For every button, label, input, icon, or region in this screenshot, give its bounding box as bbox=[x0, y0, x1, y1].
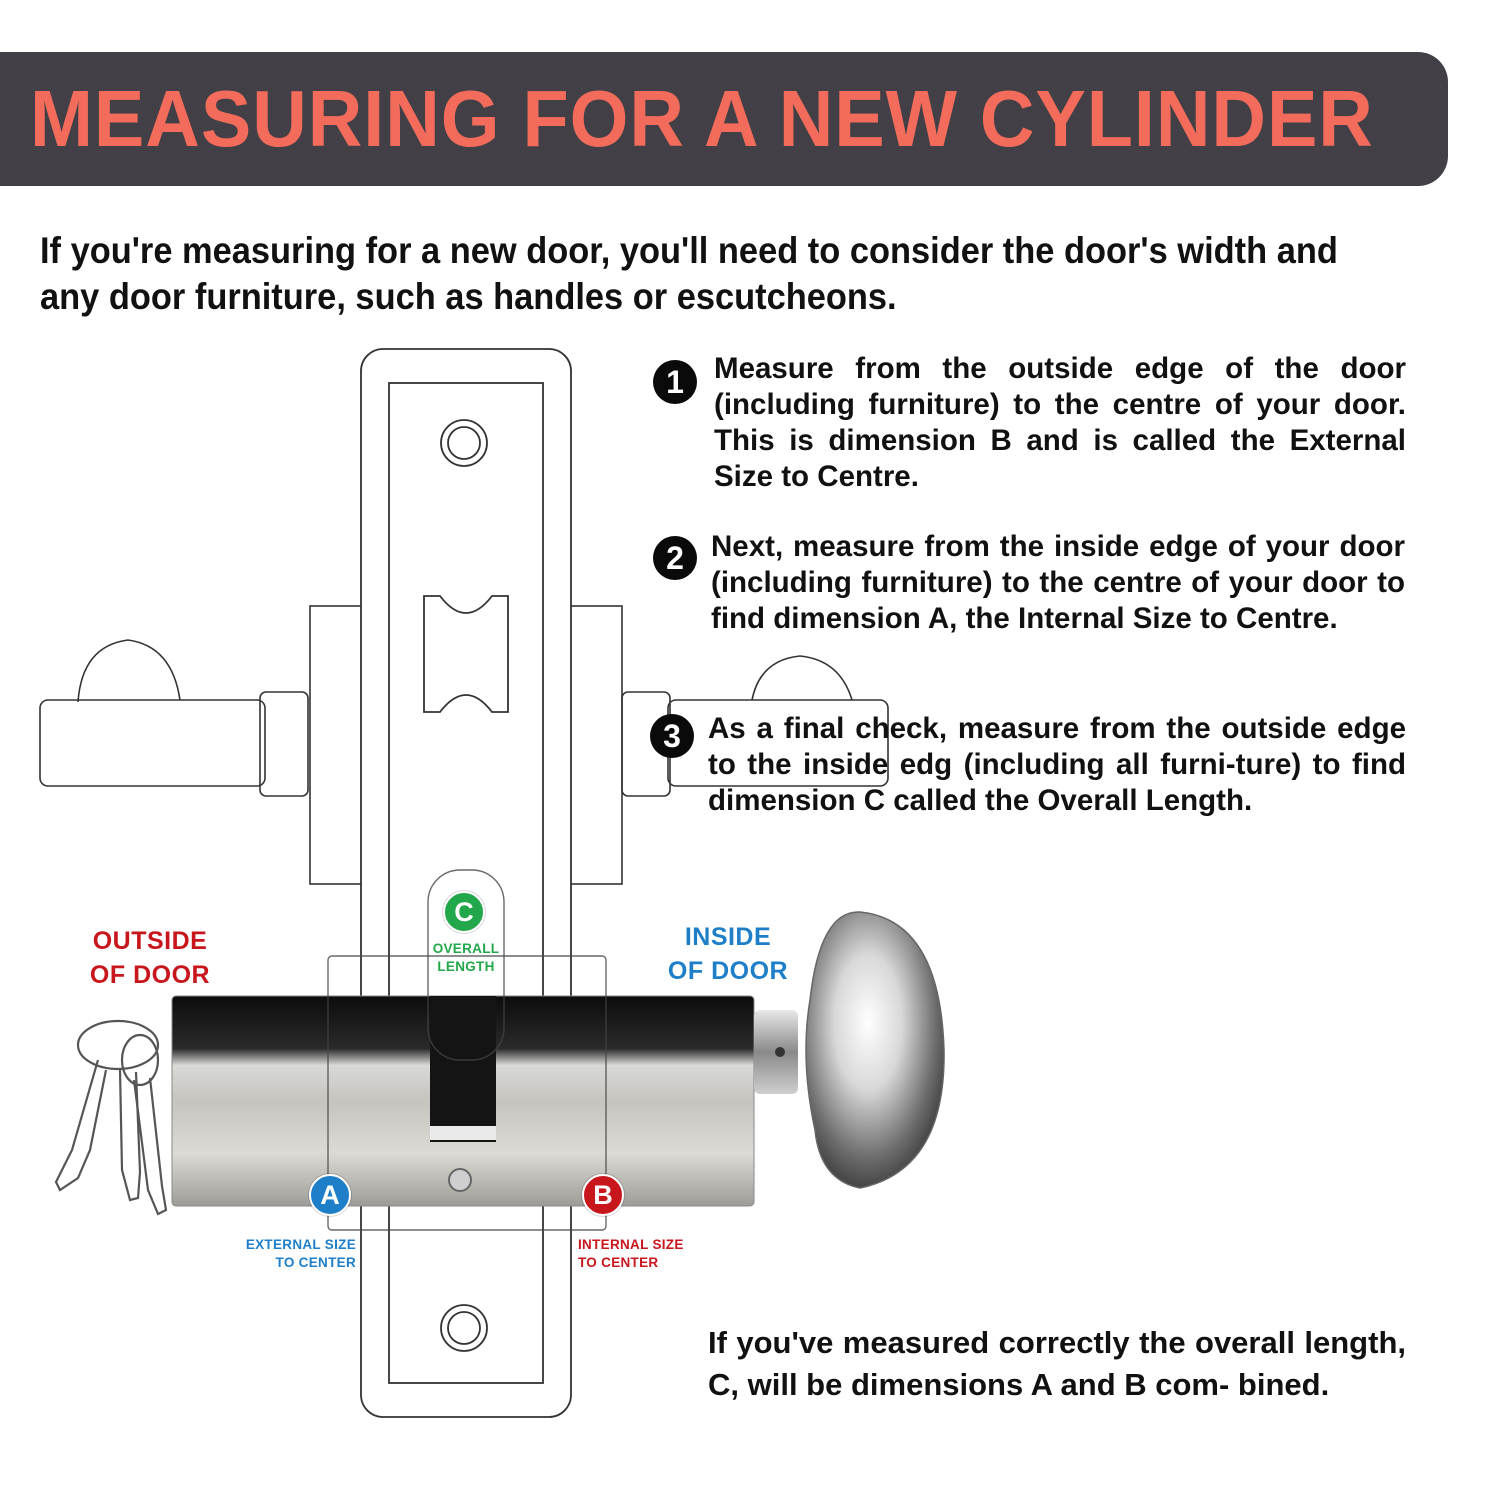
inside-label-line2: OF DOOR bbox=[667, 957, 789, 985]
cylinder-icon bbox=[171, 995, 798, 1207]
title-banner: MEASURING FOR A NEW CYLINDER bbox=[0, 52, 1448, 186]
intro-text: If you're measuring for a new door, you'… bbox=[40, 230, 1338, 317]
badge-a: A bbox=[309, 1174, 351, 1216]
internal-label-line1: INTERNAL SIZE bbox=[578, 1237, 684, 1252]
overall-length-label: OVERALL LENGTH bbox=[416, 940, 516, 976]
lever-handle-icon bbox=[39, 605, 363, 885]
overall-label-line2: LENGTH bbox=[437, 959, 495, 974]
step-2-number: 2 bbox=[653, 536, 697, 580]
door-plate bbox=[360, 348, 572, 1418]
outside-label-line2: OF DOOR bbox=[89, 961, 211, 989]
thumb-turn-icon bbox=[805, 911, 945, 1189]
external-label-line1: EXTERNAL SIZE bbox=[245, 1237, 356, 1252]
closing-note: If you've measured correctly the overall… bbox=[708, 1325, 1406, 1402]
badge-c: C bbox=[443, 891, 485, 933]
key-icon bbox=[54, 1019, 168, 1216]
step-2-text: Next, measure from the inside edge of yo… bbox=[711, 530, 1405, 635]
badge-b: B bbox=[582, 1174, 624, 1216]
inside-label-line1: INSIDE bbox=[684, 923, 772, 951]
measurement-guides bbox=[327, 869, 607, 1231]
step-1-number: 1 bbox=[653, 360, 697, 404]
external-size-label: EXTERNAL SIZE TO CENTER bbox=[230, 1236, 356, 1272]
page-title: MEASURING FOR A NEW CYLINDER bbox=[30, 74, 1374, 163]
outside-of-door-label: OUTSIDE OF DOOR bbox=[62, 924, 238, 992]
step-3-text: As a final check, measure from the outsi… bbox=[708, 712, 1406, 817]
overall-label-line1: OVERALL bbox=[432, 941, 500, 956]
step-1-text: Measure from the outside edge of the doo… bbox=[714, 352, 1406, 493]
step-3-number: 3 bbox=[650, 714, 694, 758]
internal-label-line2: TO CENTER bbox=[578, 1255, 659, 1270]
outside-label-line1: OUTSIDE bbox=[92, 927, 208, 955]
external-label-line2: TO CENTER bbox=[275, 1255, 356, 1270]
inside-of-door-label: INSIDE OF DOOR bbox=[640, 920, 816, 988]
internal-size-label: INTERNAL SIZE TO CENTER bbox=[578, 1236, 708, 1272]
